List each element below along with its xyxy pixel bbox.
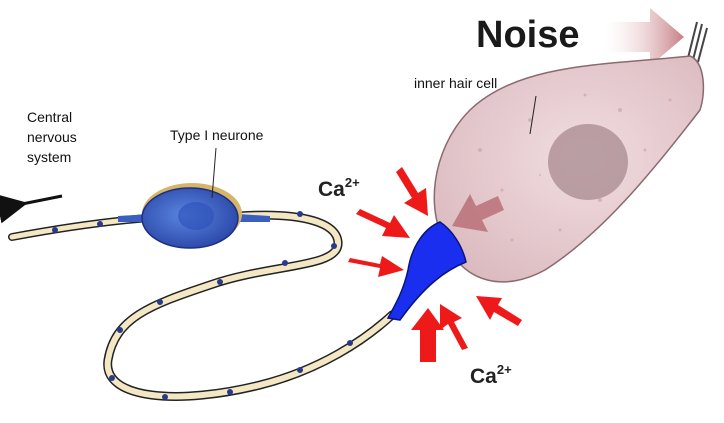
inner-hair-cell-label: inner hair cell bbox=[414, 75, 497, 91]
calcium-label-top: Ca2+ bbox=[318, 175, 360, 201]
type-i-neurone-label: Type I neurone bbox=[170, 127, 264, 143]
cns-label-line3: system bbox=[27, 149, 71, 165]
cns-direction-arrow bbox=[22, 196, 62, 204]
nucleus bbox=[548, 124, 628, 200]
cns-label-line2: nervous bbox=[27, 129, 77, 145]
noise-label: Noise bbox=[476, 14, 579, 56]
type-i-neurone-soma bbox=[118, 183, 270, 248]
calcium-label-bottom: Ca2+ bbox=[470, 362, 512, 388]
cns-label-line1: Central bbox=[27, 109, 72, 125]
